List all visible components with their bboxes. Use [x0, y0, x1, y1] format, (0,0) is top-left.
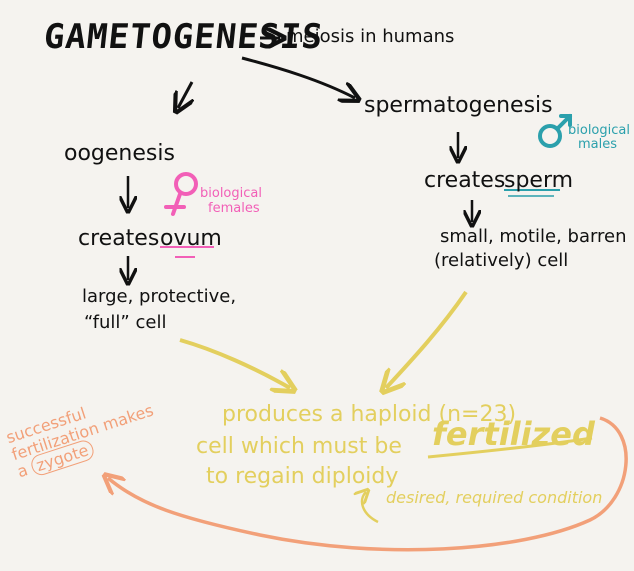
- oogenesis-label: oogenesis: [64, 141, 175, 166]
- ovum-desc-line1: large, protective,: [82, 286, 237, 307]
- arrow-ovum-to-result: [179, 338, 290, 388]
- arrow-condition-to-fertilized: [362, 492, 379, 524]
- result-line2: cell which must be: [196, 434, 402, 459]
- result-line3: to regain diploidy: [206, 464, 399, 489]
- meiosis-note: meiosis in humans: [286, 26, 455, 47]
- male-symbol-icon: [538, 114, 572, 148]
- sperm-label: sperm: [504, 168, 574, 193]
- result-line1: produces a haploid (n=23): [222, 402, 517, 427]
- female-symbol-icon: [164, 172, 198, 216]
- sperm-desc-line2: (relatively) cell: [434, 250, 569, 271]
- ovum-desc-line2: “full” cell: [84, 312, 167, 333]
- fertilized-emphasis: fertilized: [432, 415, 595, 453]
- spermatogenesis-label: spermatogenesis: [364, 93, 553, 118]
- condition-note: desired, required condition: [386, 488, 603, 507]
- male-sex-label-2: males: [578, 137, 618, 152]
- loop-fertilized-to-zygote: [108, 416, 628, 552]
- oogenesis-creates-label: creates: [78, 226, 160, 251]
- male-sex-label-1: biological: [568, 123, 630, 138]
- female-sex-label-1: biological: [200, 186, 262, 201]
- arrow-title-to-oogenesis: [178, 81, 192, 108]
- diagram-title: GAMETOGENESIS: [41, 17, 326, 57]
- ovum-label: ovum: [160, 226, 222, 251]
- arrow-title-to-spermatogenesis: [241, 56, 355, 98]
- arrow-sperm-to-result: [386, 290, 468, 388]
- fertilized-underline: [427, 436, 593, 459]
- spermatogenesis-creates-label: creates: [424, 168, 506, 193]
- sperm-desc-line1: small, motile, barren: [440, 226, 627, 247]
- female-sex-label-2: females: [208, 201, 260, 216]
